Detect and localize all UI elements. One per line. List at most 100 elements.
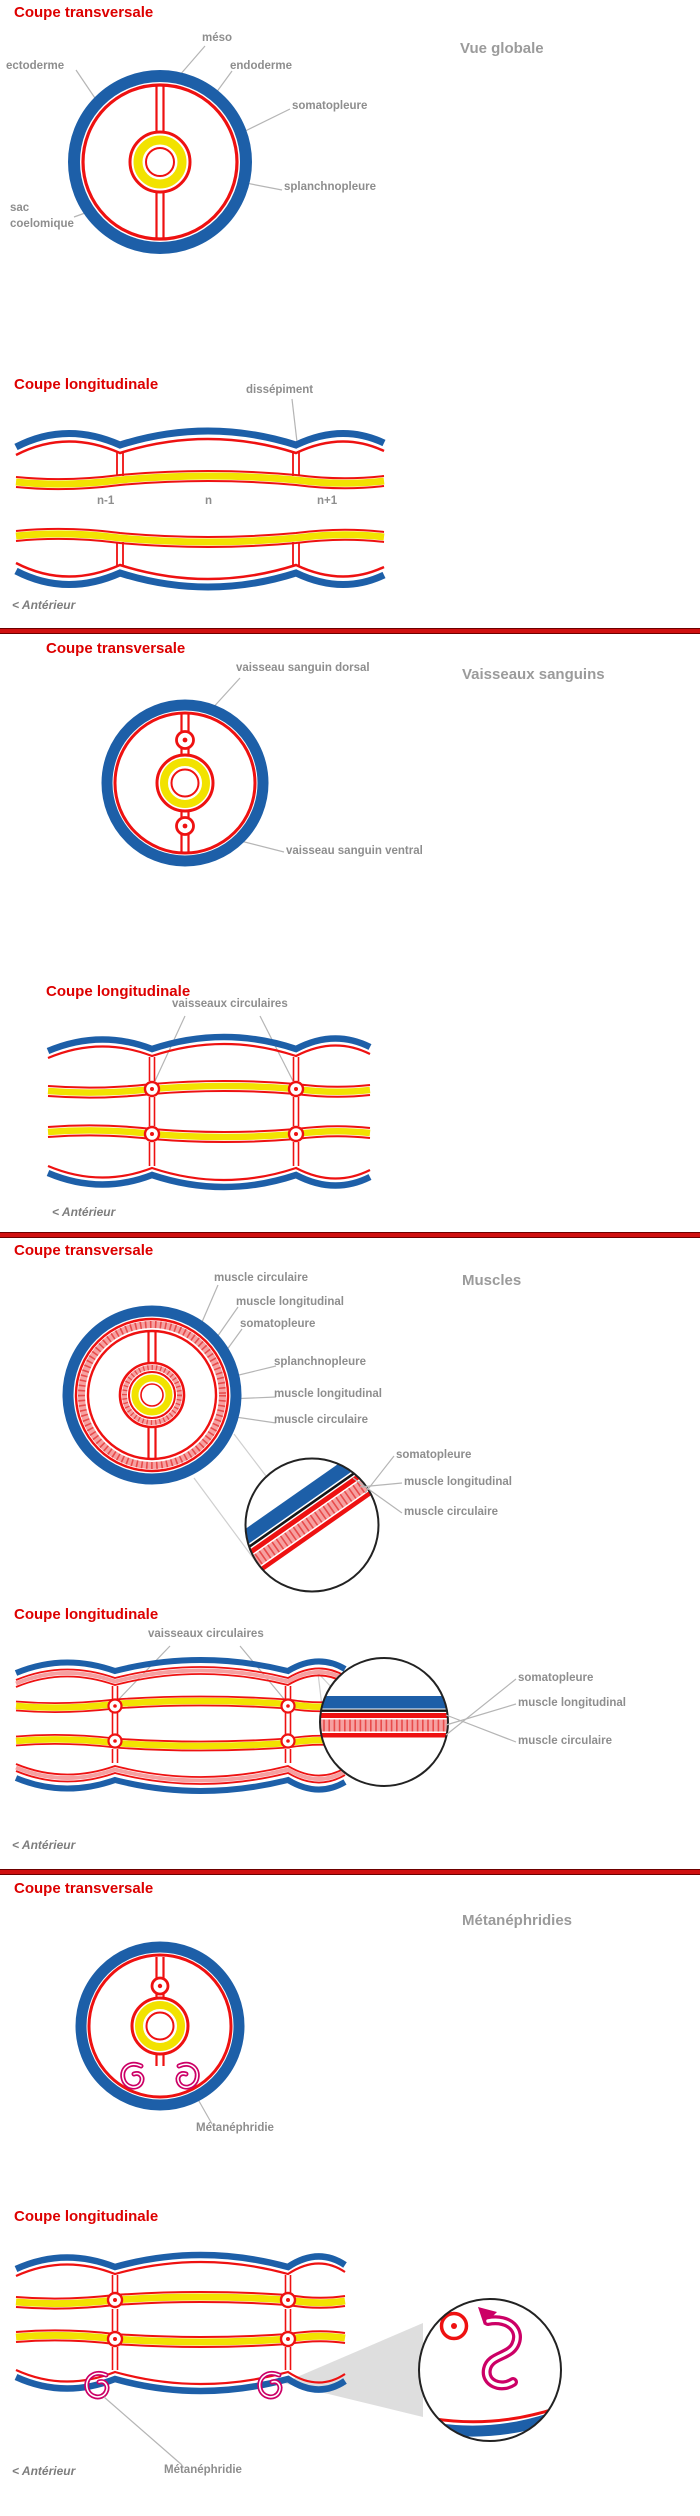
label-metanephridie-cl: Métanéphridie xyxy=(164,2464,242,2476)
section-separator-2 xyxy=(0,1232,700,1238)
body-wall-top xyxy=(46,1033,372,1060)
longitudinal-global-diagram xyxy=(14,398,386,591)
label-inset-ct-somatopleure: somatopleure xyxy=(396,1449,472,1461)
circular-vessels xyxy=(107,1698,296,1749)
nephridium-zoom-inset xyxy=(418,2298,562,2442)
gut-band-top xyxy=(15,2291,346,2310)
body-wall-top xyxy=(14,2251,347,2278)
somatopleure-ring xyxy=(86,1329,218,1461)
label-inset-cl-muscle-longitudinal: muscle longitudinal xyxy=(518,1697,626,1709)
label-segment-n: n xyxy=(205,495,213,507)
muscles-anterieur-label: < Antérieur xyxy=(12,1838,76,1852)
cross-section-vessels-diagram xyxy=(101,677,285,867)
label-inset-cl-muscle-circulaire: muscle circulaire xyxy=(518,1735,612,1747)
cross-section-nephridia-diagram xyxy=(75,1941,245,2125)
gut-band-bottom xyxy=(15,1734,346,1752)
body-wall-bottom xyxy=(14,1763,347,1794)
muscles-section-heading: Muscles xyxy=(462,1272,522,1289)
label-muscle-longitudinal-gut: muscle longitudinal xyxy=(274,1388,382,1400)
gut-band-bottom xyxy=(15,527,385,548)
label-muscle-circulaire-wall: muscle circulaire xyxy=(214,1272,308,1284)
muscle-circulaire-ring xyxy=(74,1317,230,1473)
gut-lumen xyxy=(170,768,200,798)
metanephridia-pair xyxy=(120,2061,200,2090)
label-meso: méso xyxy=(202,32,233,44)
label-sac-line1: sac xyxy=(10,202,30,214)
label-vaisseaux-circulaires: vaisseaux circulaires xyxy=(172,998,288,1010)
somatopleure-ring xyxy=(87,1953,233,2099)
gut-band-bottom xyxy=(15,2329,346,2348)
muscles-transversale-title: Coupe transversale xyxy=(14,1242,154,1259)
label-splanchnopleure-gut: splanchnopleure xyxy=(274,1356,367,1368)
gut-lumen xyxy=(145,2011,175,2041)
gut-band-top xyxy=(47,1080,371,1099)
label-metanephridie-ct: Métanéphridie xyxy=(196,2122,274,2134)
body-wall-top xyxy=(14,427,386,457)
metanephridia-pair xyxy=(84,2371,283,2400)
body-wall-bottom xyxy=(14,2368,347,2395)
nephridia-longitudinale-title: Coupe longitudinale xyxy=(14,2208,159,2225)
somatopleure-ring xyxy=(81,83,239,241)
label-inset-cl-somatopleure: somatopleure xyxy=(518,1672,594,1684)
label-splanchnopleure: splanchnopleure xyxy=(284,181,377,193)
global-transversale-title: Coupe transversale xyxy=(14,4,154,21)
leader-dissepiment xyxy=(291,398,298,443)
label-muscles-vaisseaux-circulaires: vaisseaux circulaires xyxy=(148,1628,264,1640)
mesentery xyxy=(147,1331,157,1459)
ventral-vessel xyxy=(175,816,195,836)
section-separator-1 xyxy=(0,628,700,634)
cross-section-muscles-diagram xyxy=(62,1284,403,1593)
label-sac-line2: coelomique xyxy=(10,218,74,230)
label-segment-n-1: n-1 xyxy=(97,495,115,507)
body-wall-bottom xyxy=(14,561,386,591)
wall-zoom-inset xyxy=(319,1657,517,1787)
vessels-transversale-title: Coupe transversale xyxy=(46,640,186,657)
vessels-longitudinale-title: Coupe longitudinale xyxy=(46,983,191,1000)
gut-band-top xyxy=(15,1695,346,1713)
leader-metanephridie xyxy=(103,2396,183,2466)
gut-endoderm-ring xyxy=(135,2001,185,2051)
muscles-longitudinale-title: Coupe longitudinale xyxy=(14,1606,159,1623)
nephridia-transversale-title: Coupe transversale xyxy=(14,1880,154,1897)
body-wall-bottom xyxy=(46,1164,372,1191)
dissepiments xyxy=(116,452,300,566)
longitudinal-nephridia-diagram xyxy=(14,2251,562,2466)
label-vaisseau-ventral: vaisseau sanguin ventral xyxy=(286,845,423,857)
label-somatopleure: somatopleure xyxy=(292,100,368,112)
mesentery xyxy=(155,85,165,239)
label-somatopleure-wall: somatopleure xyxy=(240,1318,316,1330)
global-longitudinale-title: Coupe longitudinale xyxy=(14,376,159,393)
global-anterieur-label: < Antérieur xyxy=(12,598,76,612)
dissepiments xyxy=(148,1057,300,1166)
label-segment-n+1: n+1 xyxy=(317,495,338,507)
gut-endoderm-ring xyxy=(131,1374,173,1416)
circular-vessels xyxy=(106,2291,297,2348)
dissepiments xyxy=(111,1686,292,1763)
muscle-longitudinal-hatch xyxy=(78,1321,226,1469)
label-inset-ct-muscle-circulaire: muscle circulaire xyxy=(404,1506,498,1518)
leader-lines xyxy=(154,1015,294,1082)
gut-band-bottom xyxy=(47,1124,371,1143)
body-wall-top xyxy=(14,1657,347,1688)
gut-lumen xyxy=(140,1383,164,1407)
gut-band-top xyxy=(15,470,385,491)
label-muscle-circulaire-gut: muscle circulaire xyxy=(274,1414,368,1426)
circular-vessels xyxy=(143,1080,305,1143)
label-dissepiment: dissépiment xyxy=(246,384,314,396)
gut-endoderm-ring xyxy=(133,135,187,189)
dorsal-vessel xyxy=(150,1976,170,1996)
dissepiments xyxy=(111,2275,292,2370)
gut-endoderm-ring xyxy=(160,758,210,808)
vessels-section-heading: Vaisseaux sanguins xyxy=(462,666,605,683)
nephridia-section-heading: Métanéphridies xyxy=(462,1912,573,1929)
magnifier-cone xyxy=(193,1433,267,1571)
somatopleure-ring xyxy=(113,711,257,855)
nephridia-anterieur-label: < Antérieur xyxy=(12,2464,76,2478)
longitudinal-muscles-diagram xyxy=(14,1645,517,1794)
label-inset-ct-muscle-longitudinal: muscle longitudinal xyxy=(404,1476,512,1488)
cross-section-global-diagram xyxy=(68,45,291,254)
section-separator-3 xyxy=(0,1869,700,1875)
wall-zoom-inset xyxy=(244,1455,403,1593)
dorsal-vessel xyxy=(175,730,195,750)
gut-lumen xyxy=(145,147,175,177)
